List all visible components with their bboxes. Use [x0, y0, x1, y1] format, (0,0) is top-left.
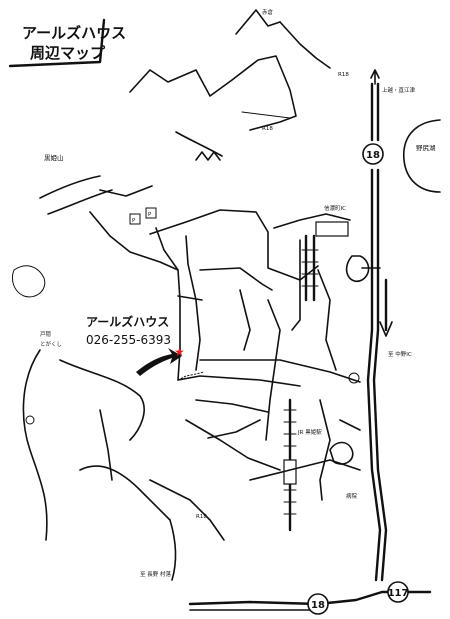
- route-18-number-bottom: 18: [311, 600, 325, 611]
- lake-nojiri: 野尻湖: [402, 119, 441, 193]
- pond-outline: [11, 265, 46, 298]
- route-18-shield-top: 18: [362, 143, 384, 165]
- mount-kurohime-label: 黒姫山: [44, 153, 64, 162]
- landmarks: P P: [25, 207, 360, 425]
- parking-icon-glyph-2: P: [148, 212, 152, 218]
- west-roads: 戸隠 とがくし R18 至 長野 村落: [22, 330, 225, 581]
- lake-nojiri-label: 野尻湖: [416, 143, 436, 152]
- jr-railway: JR 黒姫駅 病院: [249, 398, 361, 532]
- route-18-number-top: 18: [366, 150, 380, 161]
- to-nagano-label: 至 長野 村落: [140, 570, 171, 578]
- parking-icon: [129, 213, 141, 225]
- shop-tel: 026-255-6393: [86, 333, 171, 347]
- akakura-label: 赤倉: [262, 8, 274, 16]
- parking-icon-glyph: P: [132, 218, 136, 224]
- shop-arrow: [136, 348, 182, 376]
- title-line1: アールズハウス: [22, 24, 126, 42]
- title-line2: 周辺マップ: [30, 44, 106, 62]
- jr-station-label: JR 黒姫駅: [297, 428, 322, 436]
- map-title: アールズハウス 周辺マップ: [8, 18, 126, 68]
- title-underline: [8, 18, 106, 68]
- route-18-shield-bottom: [307, 593, 329, 615]
- shop-star: ★: [174, 345, 185, 359]
- parking-icon-2: [145, 207, 157, 219]
- northern-roads: 赤倉 R18 R18 上越・直江津: [129, 8, 416, 161]
- road-label-r18-ne: R18: [338, 72, 349, 78]
- route-117-shield: [387, 581, 409, 603]
- to-nakano-label: 至 中野IC: [388, 350, 412, 358]
- central-roads: 信濃町IC: [149, 204, 361, 471]
- jr-station-box: [283, 459, 297, 485]
- shinano-ic-label: 信濃町IC: [324, 204, 346, 212]
- route-117-number: 117: [388, 588, 409, 599]
- road-label-r18-mid: R18: [262, 126, 273, 132]
- bottom-road: 18 117: [188, 581, 432, 615]
- togakushi-label: 戸隠: [40, 330, 52, 338]
- shop-marker: アールズハウス 026-255-6393 ★: [86, 314, 205, 381]
- temple-icon: [25, 415, 35, 425]
- interchange: 至 中野IC: [301, 221, 412, 358]
- to-joetsu-label: 上越・直江津: [382, 86, 416, 94]
- route-18-road: [366, 69, 388, 582]
- road-label-r18-bottom: R18: [196, 514, 207, 520]
- hospital-label: 病院: [346, 492, 358, 500]
- mount-kurohime: 黒姫山: [11, 153, 179, 298]
- shrine-icon: [348, 372, 360, 384]
- shop-name: アールズハウス: [86, 314, 169, 329]
- togakushi-label-kana: とがくし: [40, 340, 62, 348]
